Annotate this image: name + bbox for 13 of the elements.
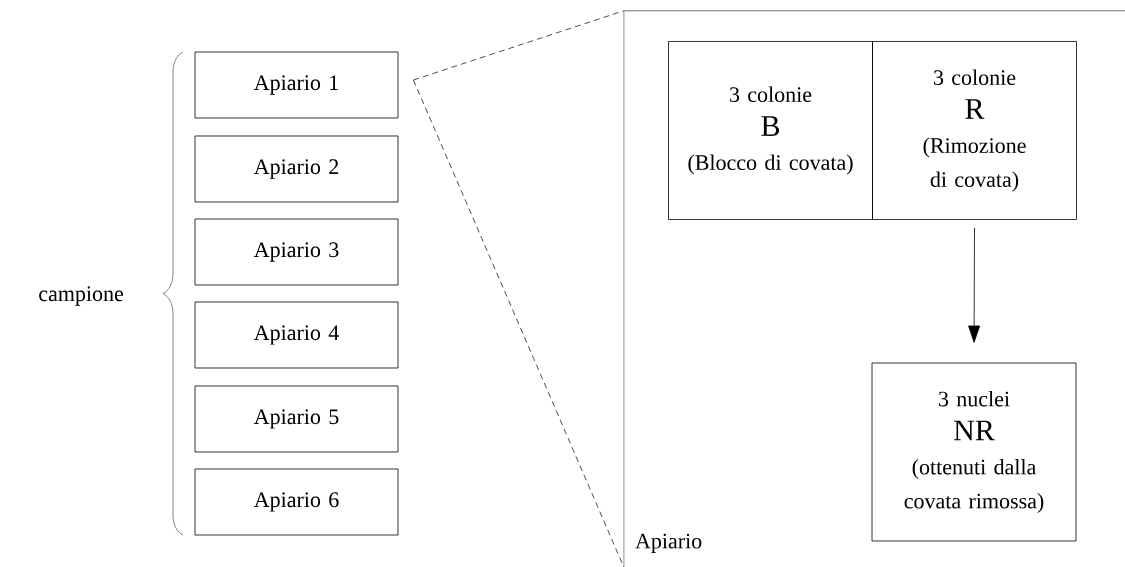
- apiary-box: Apiario 5: [194, 385, 399, 453]
- group-box: 3 nuclei NR (ottenuti dalla covata rimossa): [871, 362, 1077, 542]
- dashed-line: [413, 10, 625, 81]
- apiary-box: Apiario 1: [194, 51, 399, 119]
- dashed-line: [413, 79, 625, 567]
- group-box: 3 colonie B (Blocco di covata): [668, 41, 873, 220]
- group-label: campione: [39, 286, 124, 306]
- apiary-box: Apiario 4: [194, 301, 399, 369]
- group-box: 3 colonie R (Rimozione di covata): [872, 41, 1077, 220]
- apiary-box: Apiario 6: [194, 468, 399, 536]
- apiary-box: Apiario 2: [194, 135, 399, 203]
- apiary-box: Apiario 3: [194, 218, 399, 286]
- arrow: [968, 227, 981, 343]
